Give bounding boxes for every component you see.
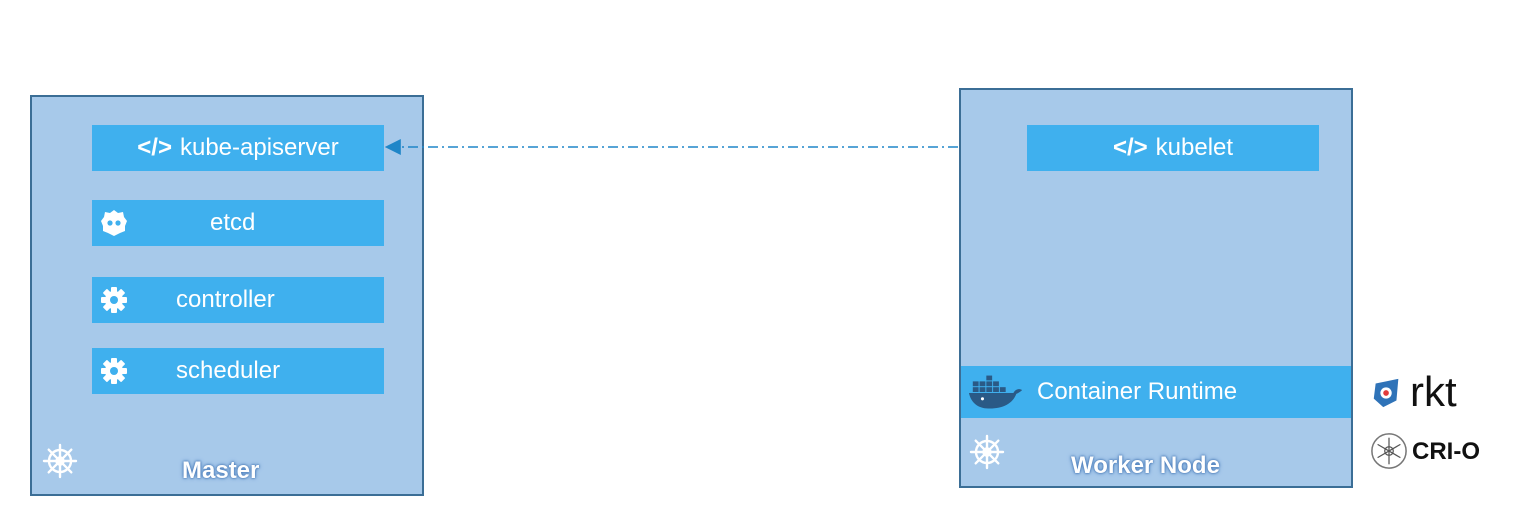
controller-label: controller	[176, 286, 275, 313]
crio-icon	[1371, 433, 1407, 469]
container-runtime-box: Container Runtime	[961, 366, 1351, 418]
master-title: Master	[182, 457, 260, 484]
code-icon: </>	[137, 134, 172, 161]
kube-apiserver-box: </> kube-apiserver	[92, 125, 384, 171]
kubelet-box: </> kubelet	[1027, 125, 1319, 171]
kube-apiserver-label: kube-apiserver	[179, 134, 339, 161]
gear-icon	[101, 358, 127, 384]
gear-icon	[101, 287, 127, 313]
rkt-icon	[1373, 378, 1399, 408]
crio-label: CRI-O	[1412, 438, 1480, 465]
container-runtime-label: Container Runtime	[1037, 378, 1238, 405]
worker-node: </> kubelet Container Runtime	[959, 88, 1353, 488]
rkt-label: rkt	[1410, 368, 1457, 415]
etcd-label: etcd	[210, 209, 256, 236]
scheduler-box: scheduler	[92, 348, 384, 394]
etcd-box: etcd	[92, 200, 384, 246]
controller-box: controller	[92, 277, 384, 323]
scheduler-label: scheduler	[176, 357, 281, 384]
kubernetes-helm-icon	[969, 434, 1005, 470]
worker-title: Worker Node	[1071, 452, 1220, 479]
etcd-icon	[101, 210, 127, 236]
master-node: </> kube-apiserver etcd controller	[30, 95, 424, 496]
kubernetes-helm-icon	[42, 443, 78, 479]
code-icon: </>	[1112, 134, 1148, 161]
kubelet-label: kubelet	[1155, 134, 1234, 161]
docker-whale-icon	[968, 375, 1023, 409]
